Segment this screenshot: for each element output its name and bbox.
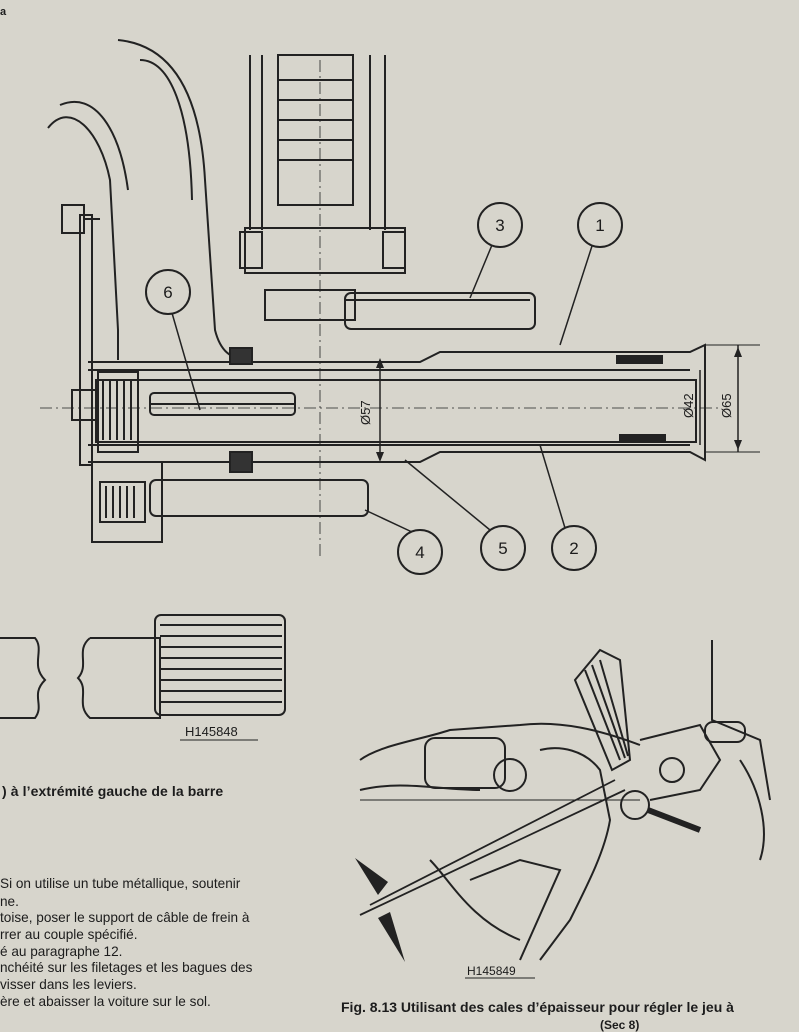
callout-2: 2	[569, 539, 578, 558]
figure-caption-section: (Sec 8)	[600, 1018, 640, 1032]
callout-5: 5	[498, 539, 507, 558]
callout-3: 3	[495, 216, 504, 235]
dimension-57: Ø57	[358, 400, 373, 425]
caption-left-line1: ) à l’extrémité gauche de la barre	[2, 783, 224, 799]
callout-4: 4	[415, 543, 424, 562]
callout-1: 1	[595, 216, 604, 235]
step-line-2: ne.	[0, 894, 19, 909]
dimension-65: Ø65	[719, 393, 734, 418]
middle-figure-ref: H145848	[185, 724, 238, 739]
figure-caption: Fig. 8.13 Utilisant des cales d’épaisseu…	[341, 999, 734, 1015]
steering-rack-cross-section-drawing: 3 1 6 4 5 2 Ø57 Ø42 Ø65	[40, 39, 760, 575]
step-line-7: visser dans les leviers.	[0, 977, 137, 992]
step-line-1: Si on utilise un tube métallique, souten…	[0, 876, 241, 891]
callout-6: 6	[163, 283, 172, 302]
step-line-4: rrer au couple spécifié.	[0, 927, 138, 942]
step-line-3: toise, poser le support de câble de frei…	[0, 910, 250, 925]
bottom-figure-ref: H145849	[467, 964, 516, 978]
page-corner-letter: a	[0, 6, 7, 18]
dimension-42: Ø42	[681, 393, 696, 418]
step-line-8: ère et abaisser la voiture sur le sol.	[0, 994, 211, 1009]
step-line-6: nchéité sur les filetages et les bagues …	[0, 960, 253, 975]
step-line-5: é au paragraphe 12.	[0, 944, 123, 959]
